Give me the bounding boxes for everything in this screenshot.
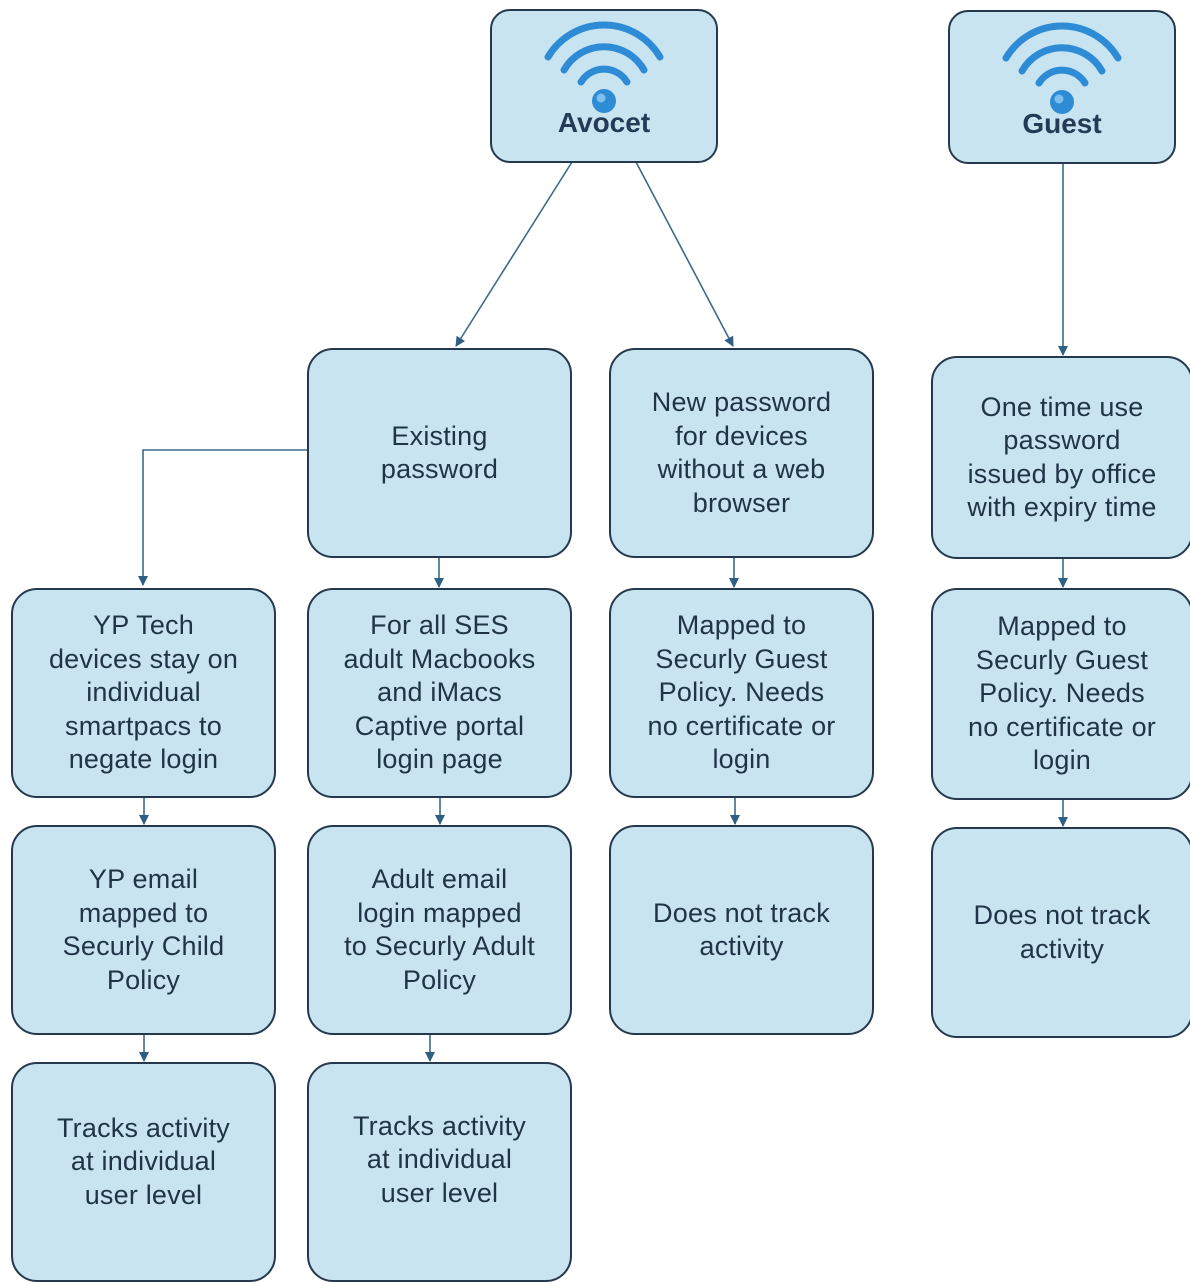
yp-tracking-box: Tracks activity at individual user level	[11, 1062, 276, 1282]
adult-email-box: Adult email login mapped to Securly Adul…	[307, 825, 572, 1035]
connector-avocet-to-new-password	[635, 161, 734, 347]
new-password-box: New password for devices without a web b…	[609, 348, 874, 558]
avocet-network-box: Avocet	[490, 9, 718, 163]
wifi-icon	[544, 21, 664, 113]
one-time-password-label: One time use password issued by office w…	[967, 391, 1157, 523]
new-password-mapping-label: Mapped to Securly Guest Policy. Needs no…	[647, 610, 836, 775]
yp-email-label: YP email mapped to Securly Child Policy	[62, 864, 225, 995]
new-password-mapping-box: Mapped to Securly Guest Policy. Needs no…	[609, 588, 874, 798]
adult-email-label: Adult email login mapped to Securly Adul…	[344, 864, 535, 995]
one-time-password-box: One time use password issued by office w…	[931, 356, 1190, 559]
wifi-icon	[1002, 22, 1122, 114]
yp-devices-label: YP Tech devices stay on individual smart…	[48, 610, 239, 775]
adult-tracking-label: Tracks activity at individual user level	[352, 1110, 526, 1208]
guest-mapping-label: Mapped to Securly Guest Policy. Needs no…	[968, 611, 1156, 776]
guest-mapping-box: Mapped to Securly Guest Policy. Needs no…	[931, 588, 1190, 800]
guest-tracking-label: Does not track activity	[973, 900, 1151, 964]
yp-devices-box: YP Tech devices stay on individual smart…	[11, 588, 276, 798]
new-password-tracking-box: Does not track activity	[609, 825, 874, 1035]
guest-network-box: Guest	[948, 10, 1176, 164]
guest-network-name: Guest	[1022, 108, 1102, 139]
existing-password-label: Existing password	[380, 420, 499, 485]
avocet-network-name: Avocet	[557, 107, 651, 138]
guest-tracking-box: Does not track activity	[931, 827, 1190, 1038]
yp-email-box: YP email mapped to Securly Child Policy	[11, 825, 276, 1035]
existing-password-box: Existing password	[307, 348, 572, 558]
new-password-label: New password for devices without a web b…	[651, 387, 832, 518]
connector-existing-to-yp	[138, 449, 310, 586]
new-password-tracking-label: Does not track activity	[653, 897, 830, 962]
yp-tracking-label: Tracks activity at individual user level	[56, 1112, 230, 1210]
connector-avocet-to-existing	[455, 161, 573, 347]
adult-devices-box: For all SES adult Macbooks and iMacs Cap…	[307, 588, 572, 798]
adult-devices-label: For all SES adult Macbooks and iMacs Cap…	[343, 610, 536, 775]
adult-tracking-box: Tracks activity at individual user level	[307, 1062, 572, 1282]
